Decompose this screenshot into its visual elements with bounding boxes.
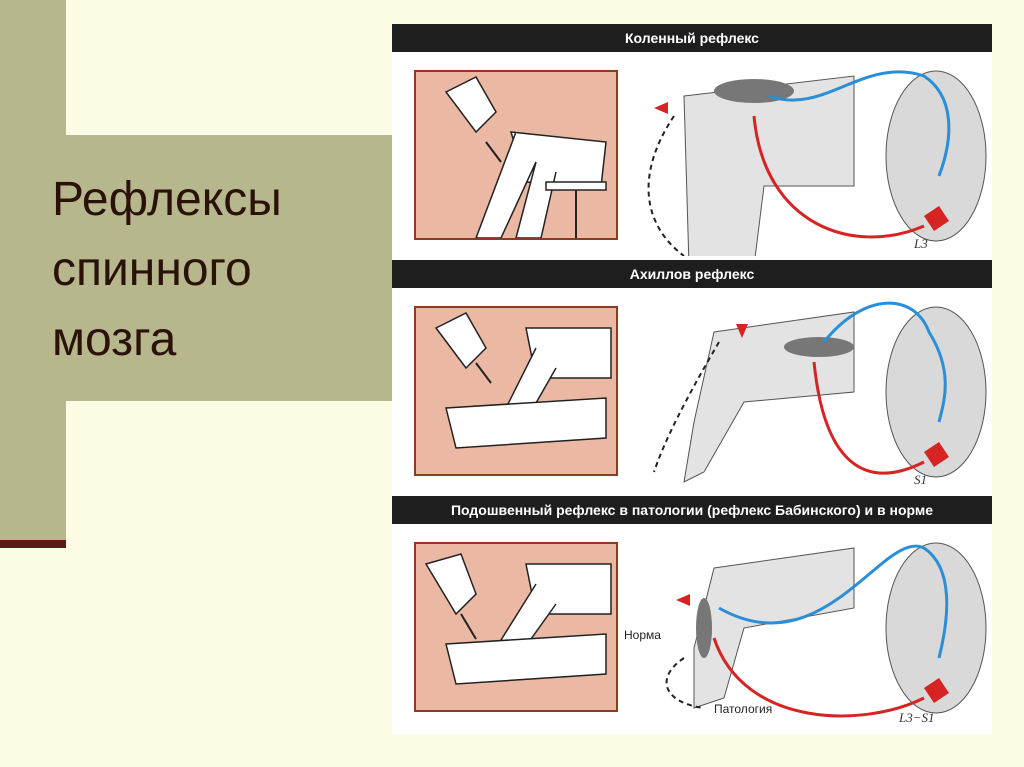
title-box xyxy=(0,135,392,401)
title-line-2: спинного xyxy=(52,243,252,296)
motor-neuron-icon xyxy=(924,442,949,467)
reflex-figure: Коленный рефлекс xyxy=(392,24,992,734)
title-line-3: мозга xyxy=(52,313,177,366)
panel-header: Коленный рефлекс xyxy=(392,24,992,52)
slide-title: Рефлексы спинного мозга xyxy=(52,165,382,375)
panel-knee-reflex: Коленный рефлекс xyxy=(392,24,992,260)
schema-plantar-reflex: Норма Патология L3−S1 xyxy=(624,528,992,728)
spinal-cord-section xyxy=(885,306,987,478)
muscle-icon xyxy=(784,337,854,357)
schema-knee-reflex: L3 xyxy=(624,56,992,256)
spinal-cord-section xyxy=(885,70,987,242)
stimulus-marker-icon xyxy=(736,324,748,338)
illustration-achilles-exam xyxy=(414,306,618,476)
label-pathology: Патология xyxy=(714,702,773,716)
stimulus-marker-icon xyxy=(654,102,668,114)
panel-header: Подошвенный рефлекс в патологии (рефлекс… xyxy=(392,496,992,524)
stimulus-marker-icon xyxy=(676,594,690,606)
spinal-cord-section xyxy=(885,542,987,714)
panel-plantar-reflex: Подошвенный рефлекс в патологии (рефлекс… xyxy=(392,496,992,732)
spinal-segment-label: L3 xyxy=(914,236,928,251)
spinal-segment-label: S1 xyxy=(914,472,927,487)
illustration-knee-exam xyxy=(414,70,618,240)
schema-achilles-reflex: S1 xyxy=(624,292,992,492)
motor-neuron-icon xyxy=(924,678,949,703)
muscle-icon xyxy=(696,598,712,658)
spinal-segment-label: L3−S1 xyxy=(899,710,935,725)
title-line-1: Рефлексы xyxy=(52,173,282,226)
label-norm: Норма xyxy=(624,628,661,642)
panel-header: Ахиллов рефлекс xyxy=(392,260,992,288)
motor-neuron-icon xyxy=(924,206,949,231)
left-accent-line xyxy=(0,540,66,548)
panel-achilles-reflex: Ахиллов рефлекс S1 xyxy=(392,260,992,496)
illustration-plantar-exam xyxy=(414,542,618,712)
